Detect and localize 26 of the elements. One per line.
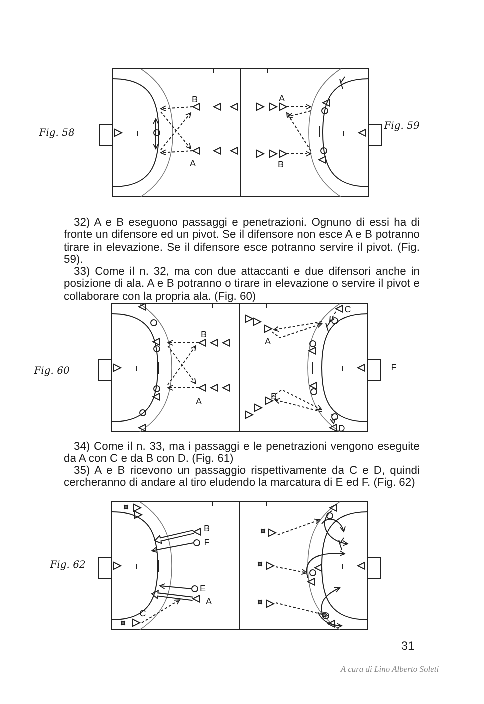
paragraph: 32) A e B eseguono passaggi e penetrazioni. Ognuno di essi ha di fronte un difensore ed un pivot. Se il difensore non esce A e B potranno tirare in elevazione. Se il difensore esce potranno servire il pivot. (Fig. 59). [64, 217, 420, 266]
page-number: 31 [401, 640, 415, 652]
player-letter: A [190, 160, 196, 168]
figure-label: Fig. 59 [384, 122, 420, 132]
player-letter: C [344, 306, 352, 314]
player-letter: B [271, 392, 277, 402]
player-letter: A [196, 398, 202, 406]
paragraph: 33) Come il n. 32, ma con due attaccanti e due difensori anche in posizione di ala. A e B potranno o tirare in elevazione o servire il pivot e collaborare con la propria ala. (Fig. 60) [64, 266, 420, 303]
player-letter: B [204, 524, 210, 534]
player-letter: F [391, 364, 397, 372]
paragraph: 35) A e B ricevono un passaggio rispettivamente da C e D, quindi cercheranno di andare al tiro eludendo la marcatura di E ed F. (Fig. 62) [64, 465, 420, 490]
player-letter: B [278, 160, 284, 170]
player-letter: B [201, 330, 207, 340]
paragraph: 34) Come il n. 33, ma i passaggi e le penetrazioni vengono eseguite da A con C e da B con D. (Fig. 61) [64, 441, 420, 466]
credit-line: A cura di Lino Alberto Soleti [340, 664, 440, 674]
figure-label: Fig. 60 [34, 367, 70, 377]
player-letter: A [265, 338, 271, 346]
player-letter: E [200, 584, 206, 594]
figure-label: Fig. 58 [39, 129, 75, 139]
player-letter: A [279, 94, 285, 104]
player-letter: A [206, 598, 212, 606]
player-letter: C [140, 610, 146, 618]
player-letter: F [204, 538, 210, 548]
player-letter: D [338, 424, 346, 434]
player-letter: B [192, 96, 198, 104]
figure-label: Fig. 62 [50, 561, 86, 571]
